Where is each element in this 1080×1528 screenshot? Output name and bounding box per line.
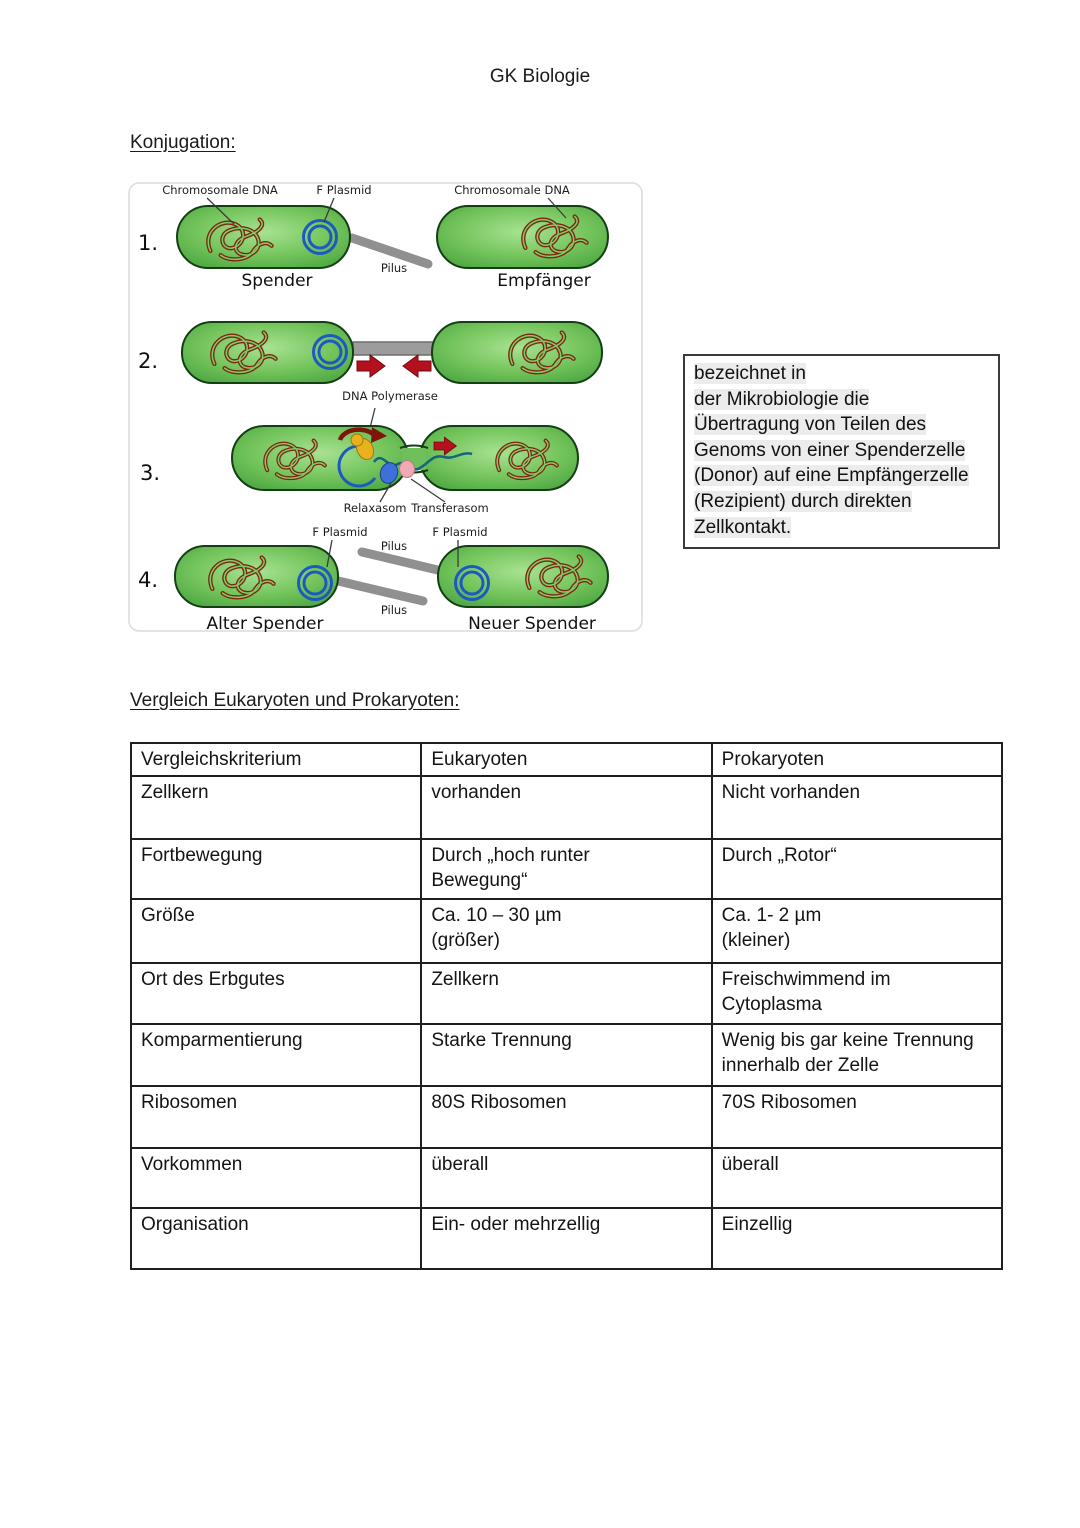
pilus-label: Pilus bbox=[381, 603, 407, 617]
f-plasmid-label: F Plasmid bbox=[432, 525, 487, 539]
pointer-line bbox=[323, 197, 335, 223]
relaxasom-label: Relaxasom bbox=[344, 501, 407, 515]
table-cell: Einzellig bbox=[710, 1207, 1004, 1270]
step-3-number: 3. bbox=[140, 461, 160, 485]
pilus-shape bbox=[347, 233, 433, 269]
f-plasmid-label: F Plasmid bbox=[312, 525, 367, 539]
table-row: Zellkern vorhanden Nicht vorhanden bbox=[129, 775, 1004, 840]
table-row: Ort des Erbgutes Zellkern Freischwimmend… bbox=[129, 962, 1004, 1025]
table-cell: vorhanden bbox=[420, 775, 713, 840]
f-plasmid-label: F Plasmid bbox=[316, 183, 371, 197]
spender-cell bbox=[176, 205, 351, 269]
page-title: GK Biologie bbox=[489, 66, 591, 87]
pilus-label: Pilus bbox=[381, 261, 407, 275]
table-header-cell: Eukaryoten bbox=[420, 742, 713, 777]
table-cell: 80S Ribosomen bbox=[420, 1085, 713, 1149]
junction-outline bbox=[399, 444, 429, 449]
pointer-line bbox=[379, 482, 392, 503]
diagram-frame bbox=[128, 182, 643, 632]
table-cell: Größe bbox=[129, 898, 423, 964]
konjugation-heading: Konjugation: bbox=[130, 132, 236, 153]
neuer-spender-label: Neuer Spender bbox=[468, 614, 596, 632]
table-cell: überall bbox=[420, 1147, 713, 1209]
table-cell: Freischwimmend im Cytoplasma bbox=[710, 962, 1004, 1025]
definition-line: Zellkontakt. bbox=[694, 516, 792, 538]
definition-line: bezeichnet in bbox=[694, 363, 806, 384]
definition-line: der Mikrobiologie die bbox=[694, 388, 870, 410]
chromosomale-dna-label: Chromosomale DNA bbox=[454, 183, 570, 197]
definition-line: (Rezipient) durch direkten bbox=[694, 490, 912, 512]
pointer-line bbox=[206, 197, 235, 225]
relaxasom-shape bbox=[379, 462, 399, 484]
step-2-number: 2. bbox=[138, 349, 158, 373]
pilus-label: Pilus bbox=[381, 539, 407, 553]
table-cell: Ein- oder mehrzellig bbox=[420, 1207, 713, 1270]
table-cell: Ca. 1- 2 µm (kleiner) bbox=[710, 898, 1004, 964]
definition-line: Übertragung von Teilen des bbox=[694, 414, 927, 436]
conjugation-diagram: 1. Chromosomale DNA F Plasmid Chromosoma… bbox=[128, 182, 643, 632]
table-cell: Ribosomen bbox=[129, 1085, 423, 1149]
conjugation-bridge bbox=[352, 341, 434, 356]
definition-box: bezeichnet in der Mikrobiologie die Über… bbox=[683, 354, 1000, 550]
alter-spender-cell bbox=[174, 545, 339, 608]
chromosomale-dna-label: Chromosomale DNA bbox=[162, 183, 278, 197]
pilus-shape bbox=[329, 575, 428, 606]
pointer-line bbox=[326, 539, 333, 568]
table-cell: Durch „hoch runter Bewegung“ bbox=[420, 838, 713, 900]
step-1-number: 1. bbox=[138, 231, 158, 255]
table-cell: 70S Ribosomen bbox=[710, 1085, 1004, 1149]
dna-polymerase-shape bbox=[350, 433, 364, 447]
vergleich-table: Vergleichskriterium Eukaryoten Prokaryot… bbox=[129, 742, 1004, 1270]
table-row: Vorkommen überall überall bbox=[129, 1147, 1004, 1209]
table-cell: Ort des Erbgutes bbox=[129, 962, 423, 1025]
table-row: Fortbewegung Durch „hoch runter Bewegung… bbox=[129, 838, 1004, 900]
table-cell: Vorkommen bbox=[129, 1147, 423, 1209]
pointer-line bbox=[410, 478, 446, 503]
table-cell: Komparmentierung bbox=[129, 1023, 423, 1087]
table-header-cell: Vergleichskriterium bbox=[129, 742, 423, 777]
table-header-row: Vergleichskriterium Eukaryoten Prokaryot… bbox=[129, 742, 1004, 777]
table-cell: überall bbox=[710, 1147, 1004, 1209]
definition-line: Genoms von einer Spenderzelle bbox=[694, 439, 966, 461]
spender-cell bbox=[181, 321, 354, 384]
pilus-shape bbox=[357, 547, 451, 577]
step-4-number: 4. bbox=[138, 568, 158, 592]
transferasom-shape bbox=[399, 460, 415, 478]
alter-spender-label: Alter Spender bbox=[207, 614, 324, 632]
transferasom-label: Transferasom bbox=[410, 501, 489, 515]
table-header-cell: Prokaryoten bbox=[710, 742, 1004, 777]
table-cell: Fortbewegung bbox=[129, 838, 423, 900]
table-cell: Ca. 10 – 30 µm (größer) bbox=[420, 898, 713, 964]
transfer-arrow-right bbox=[356, 354, 386, 378]
spender-label: Spender bbox=[241, 271, 312, 291]
table-cell: Zellkern bbox=[420, 962, 713, 1025]
replication-arrowhead bbox=[371, 427, 387, 443]
table-row: Größe Ca. 10 – 30 µm (größer) Ca. 1- 2 µ… bbox=[129, 898, 1004, 964]
empfaenger-label: Empfänger bbox=[497, 271, 591, 291]
replication-arrow bbox=[337, 427, 376, 441]
table-cell: Organisation bbox=[129, 1207, 423, 1270]
vergleich-heading: Vergleich Eukaryoten und Prokaryoten: bbox=[130, 690, 460, 711]
table-cell: Zellkern bbox=[129, 775, 423, 840]
table-cell: Nicht vorhanden bbox=[710, 775, 1004, 840]
table-cell: Durch „Rotor“ bbox=[710, 838, 1004, 900]
transfer-arrow-left bbox=[402, 354, 432, 378]
table-row: Komparmentierung Starke Trennung Wenig b… bbox=[129, 1023, 1004, 1087]
table-cell: Starke Trennung bbox=[420, 1023, 713, 1087]
empfaenger-cell bbox=[431, 321, 603, 384]
table-row: Organisation Ein- oder mehrzellig Einzel… bbox=[129, 1207, 1004, 1270]
table-cell: Wenig bis gar keine Trennung innerhalb d… bbox=[710, 1023, 1004, 1087]
definition-line: (Donor) auf eine Empfängerzelle bbox=[694, 465, 969, 487]
table-row: Ribosomen 80S Ribosomen 70S Ribosomen bbox=[129, 1085, 1004, 1149]
pointer-line bbox=[547, 197, 567, 219]
dna-polymerase-label: DNA Polymerase bbox=[342, 389, 438, 403]
